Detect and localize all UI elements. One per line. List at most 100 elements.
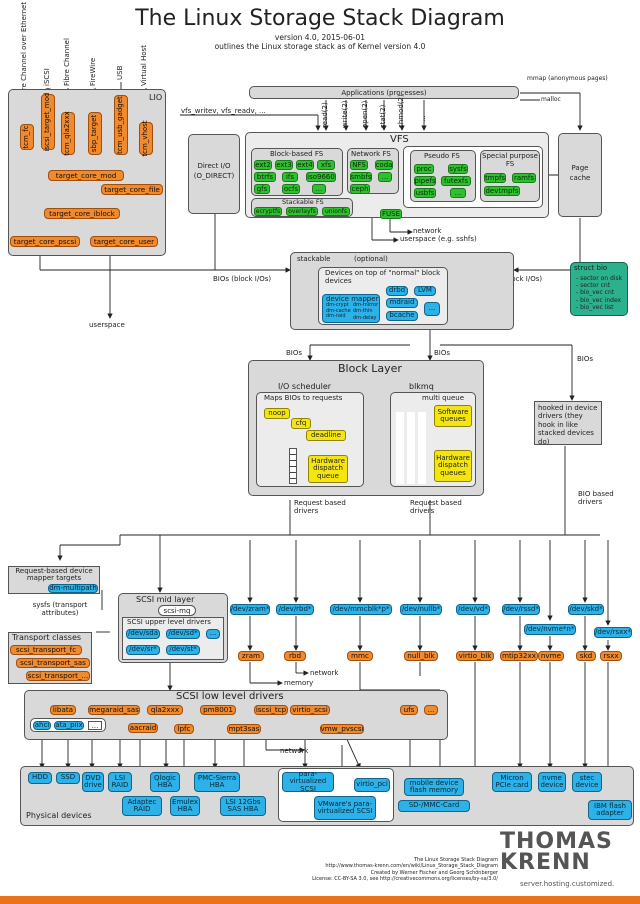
target-core-user: target_core_user <box>90 236 158 247</box>
device-hdd: HDD <box>28 772 52 784</box>
dev-nvme: /dev/nvme*n* <box>524 624 576 635</box>
scsi-mid-label: SCSI mid layer <box>136 595 195 604</box>
device-sd-mmc-card: SD-/MMC-Card <box>398 800 470 812</box>
vfs-label: VFS <box>390 134 409 145</box>
target-core-file: target_core_file <box>101 184 163 195</box>
memory-label: memory <box>284 679 314 687</box>
dm-thin: dm-thin <box>353 308 373 315</box>
hooked-drivers-box <box>534 401 602 445</box>
fs-ifs: ifs <box>282 172 298 182</box>
driver-mmc: mmc <box>347 651 373 661</box>
tcm-vhost: tcm_vhost <box>139 120 153 157</box>
hw-dispatch-queue: Hardware dispatch queue <box>308 455 348 483</box>
driver-ata-more: ... <box>88 721 102 730</box>
device-pmc-sierra-hba: PMC-Sierra HBA <box>194 772 240 792</box>
optional-label: (optional) <box>354 255 388 263</box>
dev-rssd: /dev/rssd* <box>502 604 540 615</box>
stackable-label: stackable <box>297 255 331 263</box>
dm-cache: dm-cache <box>326 307 351 314</box>
lio-label: LIO <box>149 93 163 102</box>
mmap-label: mmap (anonymous pages) <box>527 75 608 82</box>
syscall-more: ... <box>419 115 427 122</box>
request-drivers-label-2: Request based drivers <box>410 499 462 515</box>
fs-xfs: xfs <box>317 160 335 170</box>
deadline: deadline <box>306 430 346 441</box>
sbp-target: sbp_target <box>88 112 102 155</box>
dev-rbd: /dev/rbd* <box>276 604 314 615</box>
cfq: cfq <box>291 418 311 429</box>
fs-unionfs: unionfs <box>322 207 350 216</box>
dm-right-col: dm-mirror dm-thin dm-delay <box>353 302 378 321</box>
footer-bar <box>0 896 640 904</box>
malloc-label: malloc <box>541 96 561 103</box>
fs-ext4: ext4 <box>296 160 314 170</box>
hooked-drivers-label: hooked in device drivers (they hook in l… <box>538 404 598 446</box>
struct-bio-title: struct bio <box>574 264 608 272</box>
direct-io-box <box>188 134 240 214</box>
device-lsi-raid: LSI RAID <box>108 772 132 792</box>
applications-box: Applications (processes) <box>249 86 519 99</box>
scsi-transport-fc: scsi_transport_fc <box>10 645 82 655</box>
driver-lpfc: lpfc <box>174 724 194 734</box>
bios-left-label: BIOs (block I/Os) <box>213 275 272 283</box>
driver-iscsi-tcp: iscsi_tcp <box>254 705 288 715</box>
struct-bio-item: - sector cnt <box>576 282 611 290</box>
device-adaptec-raid: Adaptec RAID <box>122 796 162 816</box>
footer-line: The Linux Storage Stack Diagram <box>413 857 498 863</box>
transport-usb: USB <box>116 65 124 80</box>
logo-tagline: server.hosting.customized. <box>520 880 615 888</box>
device-para-virtualized-scsi: para-virtualized SCSI <box>282 770 334 792</box>
dev-sda: /dev/sda <box>126 629 160 639</box>
dm-delay: dm-delay <box>353 314 377 321</box>
rbd-network-label: network <box>310 669 339 677</box>
driver-rsxx: rsxx <box>600 651 622 661</box>
struct-bio-list: - sector on disk - sector cnt - bio_vec … <box>576 275 622 311</box>
footer-line: License: CC-BY-SA 3.0, see http://creati… <box>312 875 498 882</box>
struct-bio-item: - bio_vec list <box>576 303 614 311</box>
direct-io-label: Direct I/O <box>197 162 231 170</box>
direct-io-sub: (O_DIRECT) <box>193 172 235 180</box>
dev-rsxx: /dev/rsxx* <box>594 627 632 638</box>
driver-qla2xxx: qla2xxx <box>147 705 183 715</box>
bios-label-2: BIOs <box>434 349 451 357</box>
syscall-chmod: chmod(2) <box>397 94 405 128</box>
target-core-pscsi: target_core_pscsi <box>10 236 80 247</box>
mdraid: mdraid <box>386 298 418 308</box>
bcache: bcache <box>386 311 418 321</box>
transport-firewire: FireWire <box>89 57 97 86</box>
fs-iso9660: iso9660 <box>306 172 336 182</box>
driver-nvme: nvme <box>538 651 564 661</box>
fs-ceph: ceph <box>350 184 370 194</box>
driver-mtip32xx: mtip32xx <box>500 651 538 661</box>
syscall-write: write(2) <box>341 100 349 128</box>
device-micron-pcie: Micron PCIe card <box>492 772 532 792</box>
device-emulex-hba: Emulex HBA <box>170 796 200 816</box>
device-ibm-flash: IBM flash adapter <box>588 800 632 820</box>
driver-virtio-scsi: virtio_scsi <box>290 705 330 715</box>
driver-ahci: ahci <box>33 720 51 730</box>
dev-sr-star: /dev/sr* <box>126 645 160 655</box>
struct-bio-item: - bio_vec index <box>576 296 622 304</box>
syscall-stat: stat(2) <box>379 104 387 128</box>
tcm-usb-gadget: tcm_usb_gadget <box>114 95 128 155</box>
driver-vmw-pvscsi: vmw_pvscsi <box>320 724 364 734</box>
device-mapper-box: device mapper dm-crypt dm-cache dm-raid <box>322 294 380 323</box>
transport-fc: Fibre Channel <box>63 38 71 86</box>
special-fs-label: Special purpose FS <box>482 152 538 168</box>
dev-sd-star: /dev/sd* <box>166 629 200 639</box>
fs-ramfs: ramfs <box>512 173 536 183</box>
page-cache-box <box>558 133 602 217</box>
request-drivers-label-1: Request based drivers <box>294 499 346 515</box>
stacked-more: ... <box>424 302 440 316</box>
driver-rbd: rbd <box>284 651 306 661</box>
driver-aacraid: aacraid <box>128 723 158 733</box>
version-label: version 4.0, 2015-06-01 <box>274 33 366 42</box>
bio-drivers-label: BIO based drivers <box>578 490 614 506</box>
dev-nullb: /dev/nullb* <box>400 604 442 615</box>
driver-low-more: ... <box>424 705 438 715</box>
network-fs-label: Network FS <box>351 150 391 158</box>
dm-crypt: dm-crypt <box>326 302 349 309</box>
fs-ext3: ext3 <box>275 160 293 170</box>
device-stec: stec device <box>572 772 602 792</box>
